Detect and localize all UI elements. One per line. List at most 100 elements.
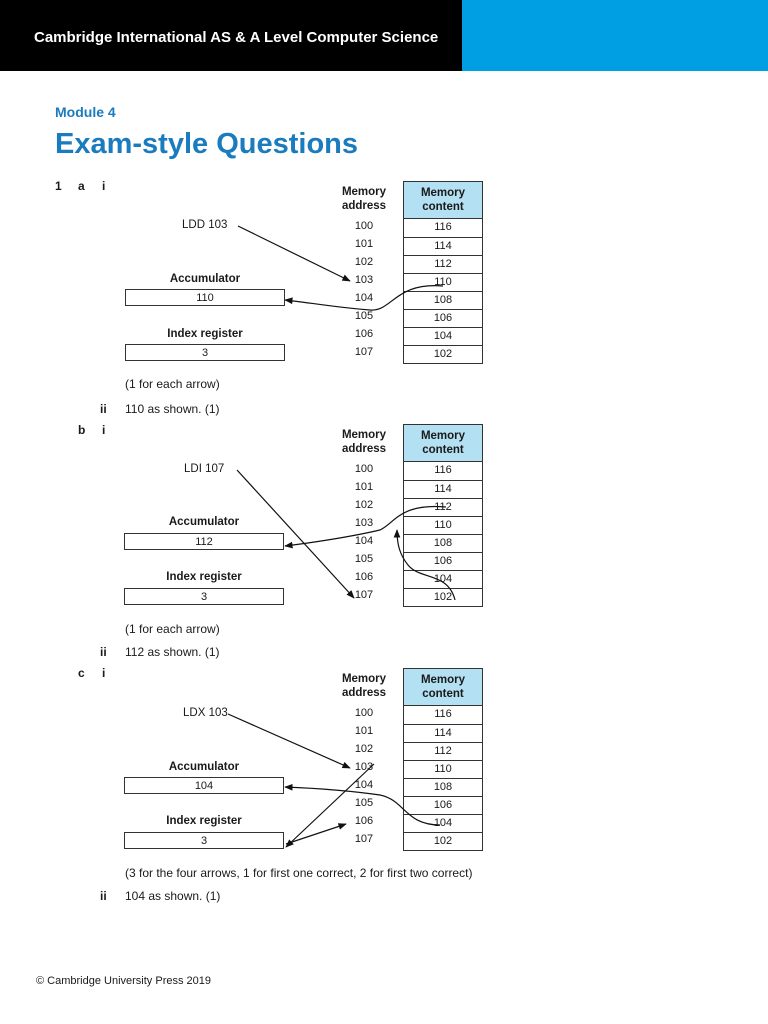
arrow-103-to-index bbox=[285, 763, 375, 848]
arrow-102-to-104 bbox=[393, 529, 456, 601]
address-cell: 104 bbox=[354, 535, 374, 547]
memory-cell: 104 bbox=[404, 570, 482, 588]
memory-cell: 116 bbox=[434, 708, 452, 720]
address-cell: 100 bbox=[354, 463, 374, 475]
index-register-label: Index register bbox=[166, 815, 242, 827]
part-a-i-label: i bbox=[102, 179, 106, 193]
address-cell: 102 bbox=[354, 499, 374, 511]
part-b-label: b bbox=[78, 423, 86, 437]
address-cell: 103 bbox=[354, 761, 374, 773]
memory-cell: 116 bbox=[434, 221, 452, 233]
memory-table: Memory content 116 114 112 110 108 106 1… bbox=[403, 668, 483, 851]
address-cell: 106 bbox=[354, 328, 374, 340]
arrow-index-to-106 bbox=[285, 823, 347, 845]
memory-cell: 102 bbox=[404, 832, 482, 850]
address-cell: 106 bbox=[354, 571, 374, 583]
instruction-ldd: LDD 103 bbox=[182, 219, 228, 231]
address-cell: 104 bbox=[354, 779, 374, 791]
address-cell: 106 bbox=[354, 815, 374, 827]
arrow-104-to-accumulator bbox=[284, 783, 441, 826]
address-column: Memory address 100 101 102 103 104 105 1… bbox=[334, 181, 394, 361]
module-label: Module 4 bbox=[55, 104, 116, 120]
index-register-box: 3 bbox=[124, 832, 284, 849]
mark-note: (1 for each arrow) bbox=[125, 622, 220, 636]
memory-cell: 104 bbox=[404, 814, 482, 832]
index-register-label: Index register bbox=[167, 328, 243, 340]
address-cell: 107 bbox=[354, 589, 374, 601]
header-accent bbox=[462, 0, 768, 71]
memory-cell: 112 bbox=[404, 255, 482, 273]
accumulator-label: Accumulator bbox=[168, 761, 240, 773]
answer-text: 112 as shown. (1) bbox=[125, 645, 220, 659]
address-cell: 107 bbox=[354, 833, 374, 845]
question-number: 1 bbox=[55, 179, 62, 193]
address-cell: 102 bbox=[354, 256, 374, 268]
part-a-ii-label: ii bbox=[100, 402, 107, 416]
page-title: Exam-style Questions bbox=[55, 128, 358, 160]
memory-cell: 110 bbox=[404, 516, 482, 534]
address-header: Memory address bbox=[341, 673, 387, 699]
memory-content-header: Memory content bbox=[404, 425, 482, 462]
index-register-box: 3 bbox=[124, 588, 284, 605]
instruction-ldx: LDX 103 bbox=[183, 707, 228, 719]
address-cell: 101 bbox=[354, 725, 374, 737]
address-header: Memory address bbox=[341, 186, 387, 212]
memory-cell: 110 bbox=[404, 273, 482, 291]
arrow-110-to-accumulator bbox=[284, 285, 444, 311]
memory-cell: 106 bbox=[404, 309, 482, 327]
arrow-112-to-accumulator bbox=[284, 505, 447, 549]
accumulator-box: 112 bbox=[124, 533, 284, 550]
index-register-label: Index register bbox=[166, 571, 242, 583]
address-cell: 103 bbox=[354, 517, 374, 529]
part-a-label: a bbox=[78, 179, 85, 193]
memory-cell: 102 bbox=[404, 345, 482, 363]
answer-text: 110 as shown. (1) bbox=[125, 402, 220, 416]
address-cell: 105 bbox=[354, 553, 374, 565]
address-cell: 105 bbox=[354, 797, 374, 809]
arrow-ldi-to-107 bbox=[236, 469, 355, 599]
address-cell: 100 bbox=[354, 220, 374, 232]
memory-cell: 108 bbox=[404, 778, 482, 796]
header-bar bbox=[0, 0, 462, 71]
memory-cell: 112 bbox=[404, 742, 482, 760]
memory-cell: 108 bbox=[404, 534, 482, 552]
instruction-ldi: LDI 107 bbox=[184, 463, 225, 475]
footer-copyright: © Cambridge University Press 2019 bbox=[36, 975, 212, 987]
index-register-box: 3 bbox=[125, 344, 285, 361]
memory-content-header: Memory content bbox=[404, 182, 482, 219]
address-cell: 104 bbox=[354, 292, 374, 304]
address-cell: 102 bbox=[354, 743, 374, 755]
address-column: Memory address 100 101 102 103 104 105 1… bbox=[334, 424, 394, 604]
memory-content-header: Memory content bbox=[404, 669, 482, 706]
accumulator-label: Accumulator bbox=[168, 516, 240, 528]
address-column: Memory address 100 101 102 103 104 105 1… bbox=[334, 668, 394, 848]
part-b-ii-label: ii bbox=[100, 645, 107, 659]
arrow-ldd-to-103 bbox=[237, 225, 351, 282]
address-cell: 101 bbox=[354, 481, 374, 493]
memory-cell: 104 bbox=[404, 327, 482, 345]
address-header: Memory address bbox=[341, 429, 387, 455]
accumulator-label: Accumulator bbox=[169, 273, 241, 285]
memory-cell: 102 bbox=[404, 588, 482, 606]
part-c-label: c bbox=[78, 666, 85, 680]
memory-cell: 106 bbox=[404, 796, 482, 814]
memory-table: Memory content 116 114 112 110 108 106 1… bbox=[403, 424, 483, 607]
memory-cell: 114 bbox=[404, 724, 482, 742]
part-c-i-label: i bbox=[102, 666, 106, 680]
mark-note: (1 for each arrow) bbox=[125, 377, 220, 391]
accumulator-box: 104 bbox=[124, 777, 284, 794]
header-title: Cambridge International AS & A Level Com… bbox=[34, 29, 439, 46]
part-b-i-label: i bbox=[102, 423, 106, 437]
mark-note: (3 for the four arrows, 1 for first one … bbox=[125, 866, 473, 880]
memory-cell: 108 bbox=[404, 291, 482, 309]
address-cell: 105 bbox=[354, 310, 374, 322]
address-cell: 107 bbox=[354, 346, 374, 358]
memory-cell: 110 bbox=[404, 760, 482, 778]
arrow-ldx-to-103 bbox=[227, 713, 351, 769]
memory-cell: 114 bbox=[404, 237, 482, 255]
address-cell: 101 bbox=[354, 238, 374, 250]
address-cell: 103 bbox=[354, 274, 374, 286]
memory-cell: 114 bbox=[404, 480, 482, 498]
memory-cell: 106 bbox=[404, 552, 482, 570]
